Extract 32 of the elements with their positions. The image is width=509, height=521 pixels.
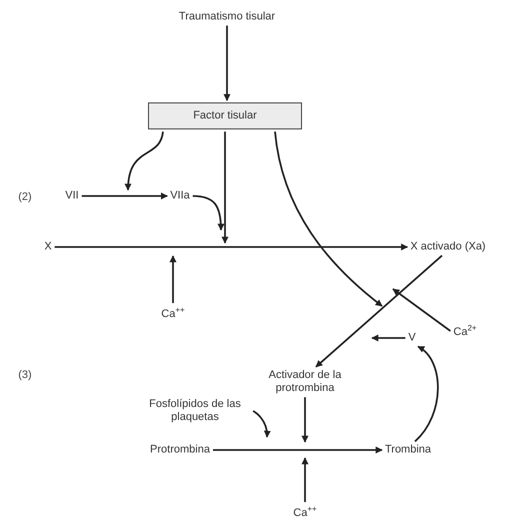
activator-label: Activador de la protrombina (245, 368, 365, 396)
step-number: (3) (18, 369, 32, 381)
factor-box: Factor tisular (148, 102, 302, 130)
factor-label: X activado (Xa) (410, 240, 486, 254)
factor-label: V (408, 331, 416, 345)
arrow (392, 288, 451, 332)
ion-label: Ca$^{2+}$ (453, 323, 477, 339)
substrate-label: Protrombina (150, 443, 210, 457)
arrow (54, 244, 408, 250)
arrow (124, 131, 164, 191)
arrow (274, 131, 383, 307)
event-label: Traumatismo tisular (178, 10, 276, 24)
arrow (170, 255, 176, 304)
arrow (414, 346, 439, 442)
arrow (224, 26, 230, 102)
arrow (371, 334, 406, 342)
ion-label: Ca$^{++}$ (293, 504, 317, 520)
arrow (192, 195, 224, 231)
arrow (252, 410, 270, 438)
arrow (212, 446, 383, 454)
arrow (315, 254, 443, 368)
step-number: (2) (18, 191, 32, 203)
ion-label: Ca$^{++}$ (161, 305, 185, 321)
phospholipid-label: Fosfolípidos de las plaquetas (140, 398, 250, 424)
arrow (302, 397, 308, 443)
product-label: Trombina (384, 443, 432, 457)
factor-label: VIIa (170, 189, 190, 203)
factor-label: VII (65, 189, 79, 203)
factor-label: X (44, 240, 52, 254)
arrow (222, 132, 228, 244)
arrow (302, 457, 308, 502)
arrow (82, 192, 168, 200)
